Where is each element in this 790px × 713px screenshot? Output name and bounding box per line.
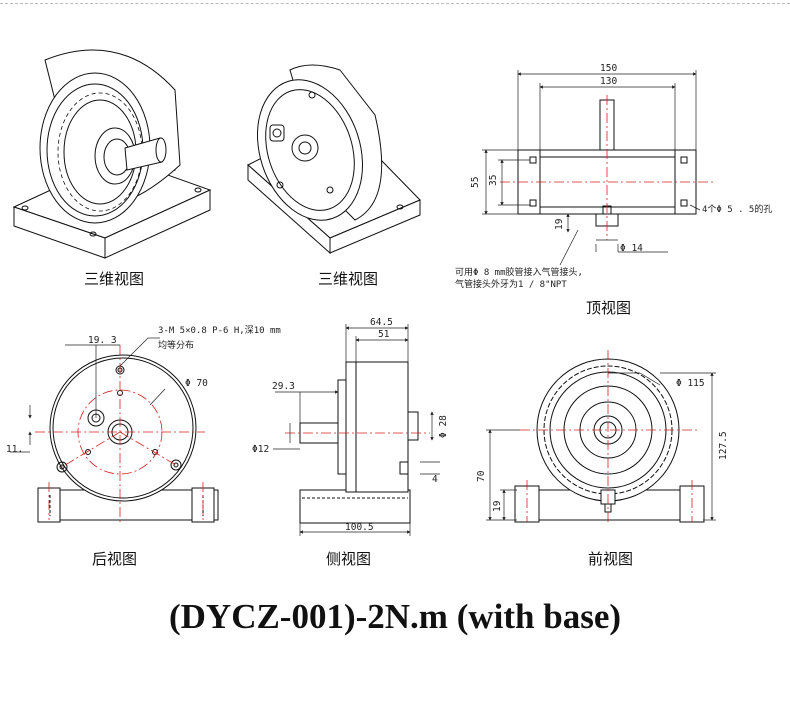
back-view [37,354,219,523]
dim-19-3: 19. 3 [88,335,117,346]
dim-19-front: 19 [492,500,503,512]
front-view-centerlines [520,350,700,525]
dim-phi115: Φ 115 [676,378,705,389]
side-view-dimensions [273,324,440,536]
dim-29-3: 29.3 [272,381,295,392]
dim-64-5: 64.5 [370,317,393,328]
top-view-centerlines [500,95,715,240]
air-note-1: 可用Φ 8 mm胶管接入气管接头, [455,266,583,278]
back-view-dimensions [10,337,166,453]
caption-side-view: 侧视图 [326,550,372,568]
dim-35: 35 [488,175,499,186]
dim-70: 70 [476,470,487,482]
dim-phi14: Φ 14 [620,243,643,254]
caption-top-view: 顶视图 [586,299,632,317]
dim-19: 19 [554,218,565,230]
dim-phi70: Φ 70 [185,378,208,389]
thread-note-1: 3-M 5×0.8 P-6 H,深10 mm [158,325,281,336]
front-view-labels: Φ 115 127.5 70 19 [476,378,729,512]
iso-view-1 [12,49,212,259]
dim-51: 51 [378,329,390,340]
iso-view-2 [247,64,421,255]
dim-55: 55 [470,177,481,188]
dim-100-5: 100.5 [345,522,374,533]
dim-130: 130 [600,76,617,87]
page-title: (DYCZ-001)-2N.m (with base) [168,597,622,636]
side-view-labels: 64.5 51 29.3 Φ12 Φ 28 4 100.5 [252,317,449,533]
dim-4: 4 [432,474,438,485]
caption-back-view: 后视图 [92,550,138,568]
dim-11: 11. [6,444,23,455]
dim-phi12: Φ12 [252,444,269,455]
caption-front-view: 前视图 [588,550,634,568]
top-view-dimensions [482,70,701,266]
holes-note: 4个Φ 5 . 5的孔 [702,203,772,215]
thread-note-2: 均等分布 [158,339,194,351]
dim-150: 150 [600,63,617,74]
side-view [299,361,419,524]
front-view-dimensions [486,372,716,521]
dim-127-5: 127.5 [718,431,729,460]
caption-iso-1: 三维视图 [84,270,145,288]
caption-iso-2: 三维视图 [318,270,379,288]
back-view-centerlines [35,345,205,525]
back-view-labels: 3-M 5×0.8 P-6 H,深10 mm 均等分布 19. 3 Φ 70 1… [6,325,281,455]
air-note-2: 气管接头外牙为1 / 8"NPT [455,278,567,290]
top-border [0,3,790,4]
dim-phi28: Φ 28 [438,415,449,438]
top-view-labels: 150 130 55 35 19 Φ 14 4个Φ 5 . 5的孔 可用Φ 8 … [455,63,772,290]
